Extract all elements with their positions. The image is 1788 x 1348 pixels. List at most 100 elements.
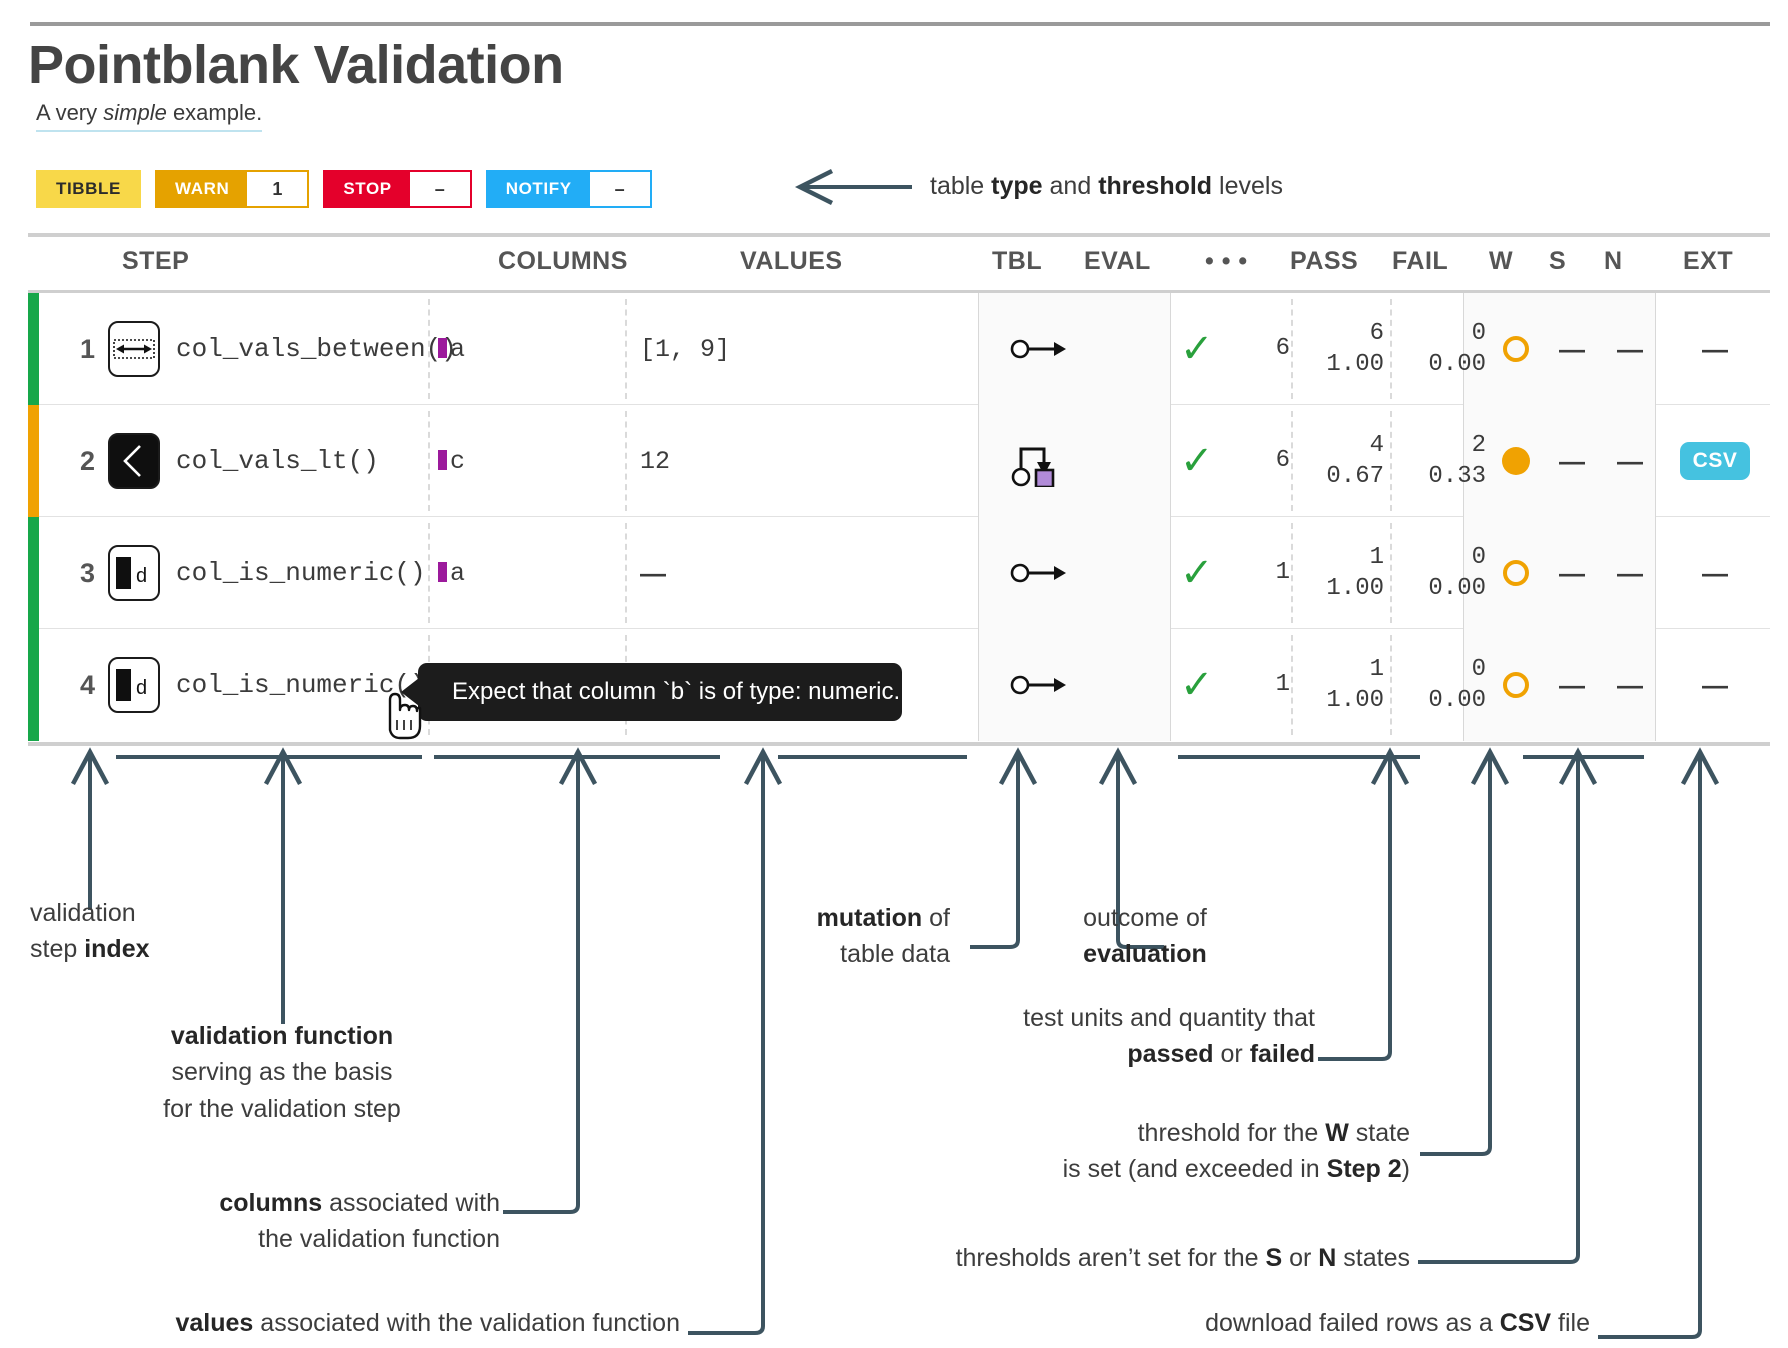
ann-top-b2: threshold [1098,172,1213,200]
row-fail-n: 0 [1471,655,1486,683]
between-icon [108,321,160,377]
row-fail-n: 2 [1471,431,1486,459]
annotation-ext-csv: download failed rows as a CSV file [800,1305,1590,1341]
w-threshold-dot-icon [1502,447,1530,475]
col-header-w: W [1489,247,1514,275]
ann-vals-post: associated with the validation function [253,1309,680,1337]
table-row[interactable]: 2 col_vals_lt() c 12 ✓ 6 [28,405,1770,517]
eval-pass-check-icon: ✓ [1180,663,1214,707]
row-pass-n: 6 [1369,319,1384,347]
row-fail-frac: 0.00 [1428,575,1486,602]
ann-eval-l1: outcome of [1083,904,1207,932]
s-threshold-value: — [1559,333,1585,364]
row-fail-n: 0 [1471,543,1486,571]
badge-warn-label: WARN [154,170,248,208]
ann-top-pre: table [930,172,992,200]
ann-fn-l3: for the validation step [163,1094,401,1123]
annotation-step-index: validation step index [30,895,150,968]
col-header-eval: EVAL [1084,247,1151,275]
row-eval-zone [978,293,1170,405]
row-function-name[interactable]: col_is_numeric() [176,558,426,588]
table-bottom-rule [28,742,1770,746]
n-threshold-value: — [1617,445,1643,476]
ext-value: — [1702,669,1728,700]
ann-index-l1: validation [30,899,136,927]
row-fail-frac: 0.00 [1428,687,1486,714]
col-header-columns: COLUMNS [498,247,628,275]
row-pass-n: 4 [1369,431,1384,459]
row-function-name[interactable]: col_vals_lt() [176,446,379,476]
column-chip-icon [438,449,447,470]
annotation-sn-thresholds: thresholds aren’t set for the S or N sta… [600,1240,1410,1276]
tooltip-tail-icon [401,678,419,706]
badge-notify[interactable]: NOTIFY – [485,170,652,208]
row-function-name[interactable]: col_is_numeric() [176,670,426,700]
ann-ext-post: file [1551,1309,1590,1337]
row-status-bar [28,405,39,517]
ann-index-l2-pre: step [30,935,85,964]
col-header-units: • • • [1205,247,1248,275]
col-header-values: VALUES [740,247,843,275]
eval-pass-check-icon: ✓ [1180,439,1214,483]
n-threshold-value: — [1617,557,1643,588]
row-pass-frac: 1.00 [1326,575,1384,602]
row-pass-frac: 0.67 [1326,463,1384,490]
n-threshold-value: — [1617,333,1643,364]
row-pass-n: 1 [1369,655,1384,683]
s-threshold-value: — [1559,445,1585,476]
row-units: 6 [1275,335,1290,363]
w-threshold-ring-icon [1503,672,1529,698]
col-header-pass: PASS [1290,247,1359,275]
ann-sn-b1: S [1265,1244,1283,1272]
tooltip: Expect that column `b` is of type: numer… [401,663,902,721]
row-pass-n: 1 [1369,543,1384,571]
table-top-rule [28,233,1770,237]
eval-pass-check-icon: ✓ [1180,327,1214,371]
table-row[interactable]: 1 col_vals_between() a [1, 9] [28,293,1770,405]
no-mutation-icon [1010,293,1072,405]
badge-warn[interactable]: WARN 1 [154,170,310,208]
badge-stop[interactable]: STOP – [323,170,472,208]
ann-mut-l1-post: of [922,904,950,932]
svg-text:d: d [136,677,147,699]
row-function-name[interactable]: col_vals_between() [176,334,457,364]
row-column: c [438,447,465,476]
row-column-label: c [450,446,466,476]
page-subtitle: A very simple example. [36,100,263,132]
tooltip-text: Expect that column `b` is of type: numer… [452,678,901,705]
subtitle-pre: A very [36,100,104,125]
annotation-columns: columns associated with the validation f… [130,1185,500,1258]
annotation-evaluation: outcome of evaluation [1000,900,1290,973]
ann-cols-l1-post: associated with [322,1189,500,1217]
row-column-label: a [450,558,466,588]
no-mutation-icon [1010,517,1072,629]
ann-cols-l1-b: columns [219,1189,323,1217]
ann-eval-l2-b: evaluation [1083,940,1207,969]
ann-top-b1: type [991,172,1043,200]
mutation-icon [1010,405,1072,517]
row-index: 4 [80,669,96,700]
table-header-rule [28,290,1770,293]
badge-warn-value: 1 [247,170,310,208]
no-mutation-icon [1010,629,1072,741]
ann-w-l2-b: Step 2 [1326,1155,1402,1184]
ann-w-l2-post: ) [1401,1155,1410,1184]
ann-sn-post: states [1336,1244,1410,1272]
col-header-tbl: TBL [992,247,1043,275]
column-type-icon: d [108,545,160,601]
ann-sn-b2: N [1318,1244,1337,1272]
download-csv-button[interactable]: CSV [1679,442,1751,480]
ann-units-b1: passed [1127,1040,1214,1069]
col-header-s: S [1549,247,1567,275]
table-row[interactable]: 3 d col_is_numeric() a — ✓ [28,517,1770,629]
row-index: 2 [80,445,96,476]
validation-table-body: 1 col_vals_between() a [1, 9] [28,293,1770,742]
badge-tibble[interactable]: TIBBLE [36,170,141,208]
top-divider [30,22,1770,26]
